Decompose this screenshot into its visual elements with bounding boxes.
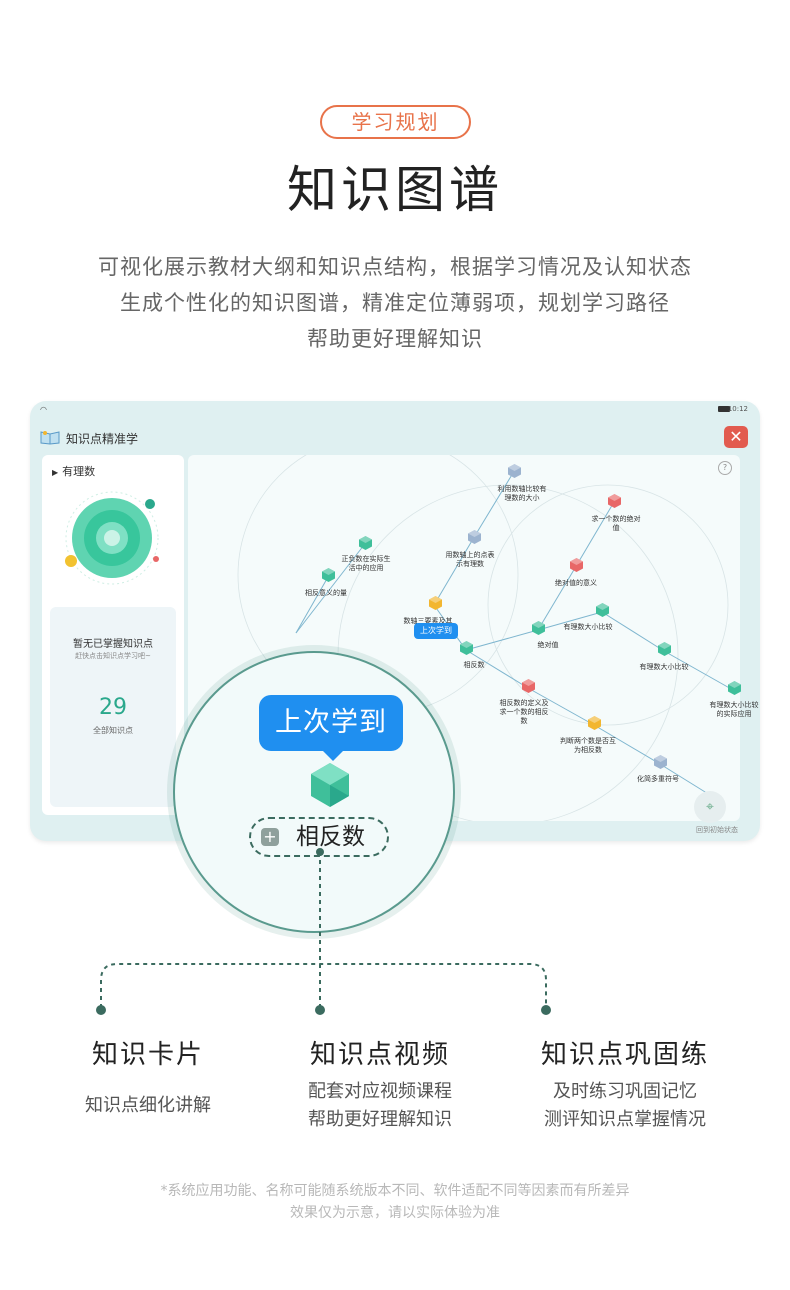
gem-node-icon [311,763,349,807]
zoom-node-label[interactable]: 相反数 [249,817,389,857]
zoom-lens: 上次学到 相反数 + [173,651,455,933]
knowledge-count-label: 全部知识点 [93,726,133,735]
map-node-icon[interactable] [608,494,621,508]
map-node-label[interactable]: 有理数大小比较 [563,623,613,631]
map-node-label[interactable]: 正负数在实际生 活中的应用 [341,555,391,572]
feature-title-practice: 知识点巩固练 [540,1040,709,1070]
book-icon [40,431,60,445]
app-title: 知识点精准学 [66,432,139,446]
map-node-icon[interactable] [532,621,545,635]
map-node-label[interactable]: 判断两个数是否互 为相反数 [560,737,616,754]
location-pin-icon[interactable]: ⌖ [694,791,726,823]
map-node-label[interactable]: 利用数轴比较有 理数的大小 [497,485,547,502]
map-node-label[interactable]: 有理数大小比较 [639,663,689,671]
left-panel: ▶有理数 暂无已掌握知识点 赶快点击知识点学习吧~ 29 全部知识点 [42,455,184,815]
map-node-label[interactable]: 用数轴上的点表 示有理数 [445,551,495,568]
map-node-icon[interactable] [522,679,535,693]
wifi-icon: ◠ [40,405,47,414]
map-node-label[interactable]: 绝对值的意义 [555,579,597,587]
feature-title-video: 知识点视频 [309,1040,450,1070]
feature-desc-practice-2: 测评知识点掌握情况 [544,1109,706,1130]
map-node-label[interactable]: 绝对值 [537,641,559,649]
status-bar: ◠ 10:12 [30,401,760,419]
map-node-icon[interactable] [460,641,473,655]
close-button[interactable]: ✕ [724,426,748,448]
chapter-title[interactable]: ▶有理数 [52,463,95,479]
disclaimer-line-2: 效果仅为示意，请以实际体验为准 [290,1205,500,1221]
help-icon[interactable]: ? [718,461,732,475]
map-node-icon[interactable] [508,464,521,478]
map-node-icon[interactable] [468,530,481,544]
map-node-label[interactable]: 相反数的定义及 求一个数的相反 数 [499,699,549,725]
mastery-empty-hint: 赶快点击知识点学习吧~ [75,652,151,660]
feature-desc-practice-1: 及时练习巩固记忆 [553,1081,697,1102]
description-line-2: 生成个性化的知识图谱，精准定位薄弱项，规划学习路径 [120,291,670,315]
app-bar: 知识点精准学 ✕ [30,423,760,453]
reset-view-label[interactable]: 回到初始状态 [696,826,738,834]
zoom-tip-bubble: 上次学到 [259,695,403,751]
play-icon: ▶ [52,468,59,477]
zoom-tip-tail [321,749,345,761]
section-tag: 学习规划 [320,105,471,139]
map-node-icon[interactable] [588,716,601,730]
map-node-icon[interactable] [596,603,609,617]
page-title: 知识图谱 [287,161,503,219]
progress-ring-icon [65,491,159,585]
map-node-label[interactable]: 求一个数的绝对 值 [591,515,641,532]
knowledge-count: 29 [99,695,127,720]
map-node-label[interactable]: 相反意义的量 [305,589,347,597]
map-node-icon[interactable] [359,536,372,550]
disclaimer-line-1: *系统应用功能、名称可能随系统版本不同、软件适配不同等因素而有所差异 [160,1183,630,1199]
description-line-3: 帮助更好理解知识 [307,327,483,351]
map-node-label[interactable]: 相反数 [463,661,485,669]
map-node-icon[interactable] [322,568,335,582]
map-node-icon[interactable] [429,596,442,610]
feature-desc-video-2: 帮助更好理解知识 [308,1109,452,1130]
feature-desc-card-1: 知识点细化讲解 [85,1095,211,1116]
expand-plus-icon[interactable]: + [261,828,279,846]
feature-title-card: 知识卡片 [91,1040,204,1070]
chapter-title-text: 有理数 [62,465,96,478]
status-time: 10:12 [727,405,748,413]
map-node-icon[interactable] [654,755,667,769]
feature-desc-video-1: 配套对应视频课程 [308,1081,452,1102]
last-studied-tip: 上次学到 [414,623,458,639]
description-line-1: 可视化展示教材大纲和知识点结构，根据学习情况及认知状态 [98,255,692,279]
map-node-icon[interactable] [728,681,741,695]
map-node-icon[interactable] [658,642,671,656]
knowledge-map[interactable]: ? 利用数轴比较有 理数的大小正负数在实际生 活中的应用 用数轴上的点表 示有理数… [188,455,759,834]
map-node-icon[interactable] [570,558,583,572]
map-node-label[interactable]: 化简多重符号 [637,775,679,783]
battery-icon [718,406,730,412]
feature-connector [96,848,551,1015]
mastery-card: 暂无已掌握知识点 赶快点击知识点学习吧~ 29 全部知识点 [50,607,176,807]
mastery-empty-title: 暂无已掌握知识点 [73,639,153,650]
map-node-label[interactable]: 有理数大小比较 的实际应用 [709,701,759,718]
